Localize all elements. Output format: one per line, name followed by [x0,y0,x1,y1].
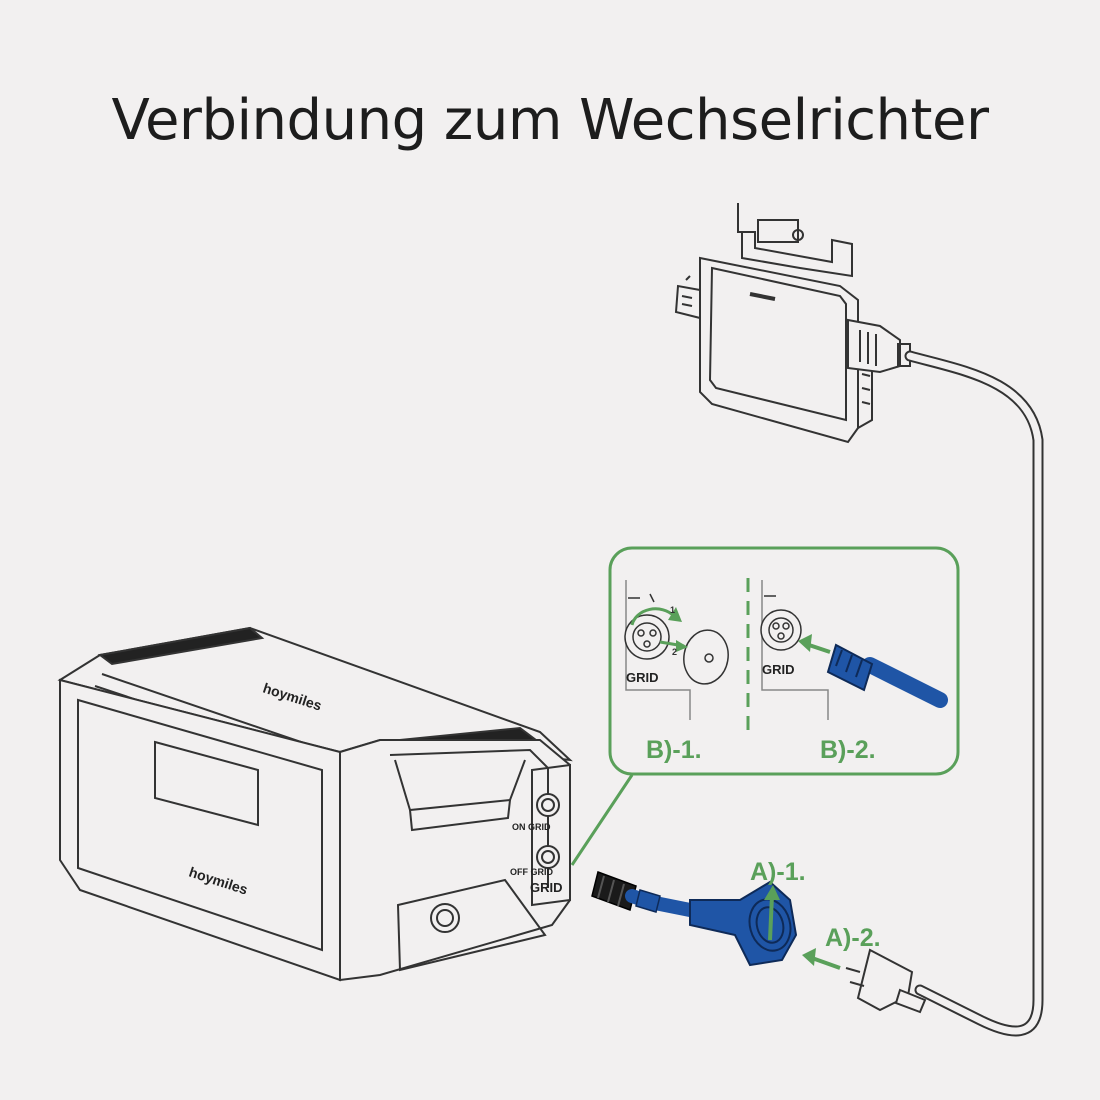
callout-line [570,774,634,866]
step-label-b1: B)-1. [646,736,702,764]
microinverter [674,203,911,444]
detail-grid-label-left: GRID [626,670,659,685]
adapter-cable [591,871,841,970]
port-label-on-grid: ON GRID [512,822,551,832]
marker-two: 2 [672,647,677,657]
detail-b2 [760,580,829,720]
battery-unit [57,626,573,982]
detail-b1 [624,580,729,720]
detail-box: 1 2 GRID GRID B)-1. B)-2. [608,546,960,776]
schuko-plug [845,948,927,1014]
marker-one: 1 [670,605,675,615]
port-label-grid: GRID [530,880,563,895]
detail-grid-label-right: GRID [762,662,795,677]
port-label-off-grid: OFF GRID [510,867,553,877]
step-label-a1: A)-1. [750,858,806,886]
step-label-b2: B)-2. [820,736,876,764]
page-title: Verbindung zum Wechselrichter [111,88,989,153]
rotate-arrow [630,607,676,626]
step-label-a2: A)-2. [825,924,881,952]
